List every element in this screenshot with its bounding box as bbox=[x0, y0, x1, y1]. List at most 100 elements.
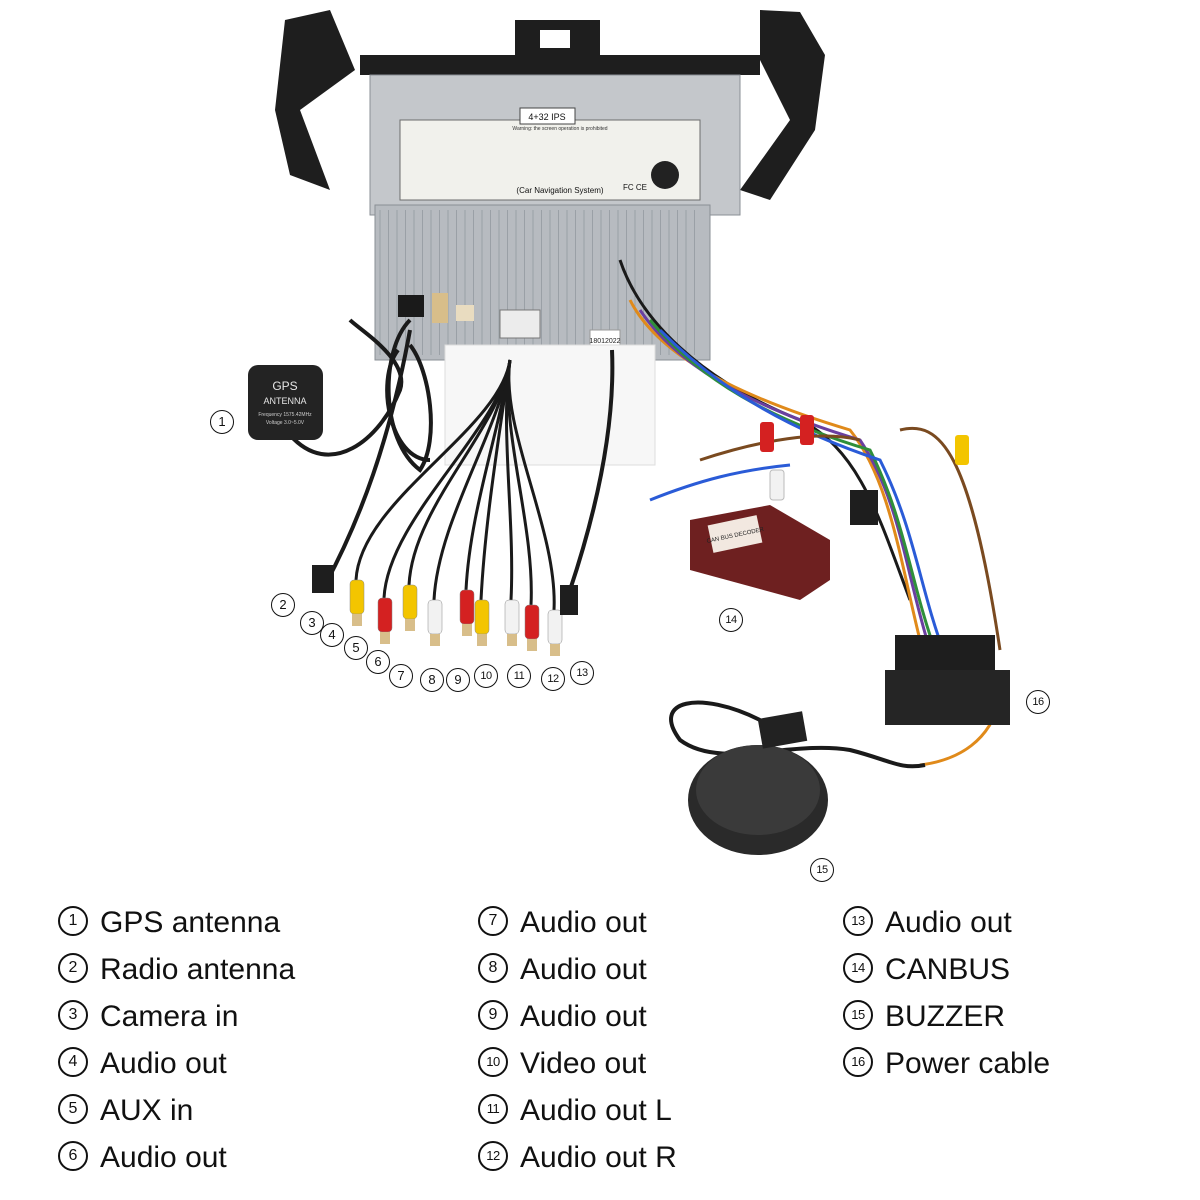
coiled-cables bbox=[323, 318, 615, 591]
legend-item-3: 3 Camera in bbox=[58, 999, 238, 1035]
rca-plug bbox=[474, 599, 490, 635]
legend-label: BUZZER bbox=[885, 1000, 1005, 1033]
legend-number-badge: 4 bbox=[58, 1047, 88, 1078]
legend-item-15: 15 BUZZER bbox=[843, 999, 1005, 1035]
callout-marker-7: 7 bbox=[389, 664, 413, 688]
gps-label-4: Voltage 3.0~5.0V bbox=[266, 420, 305, 426]
legend-label: Power cable bbox=[885, 1047, 1051, 1080]
gps-label-3: Frequency 1575.42MHz bbox=[258, 412, 312, 418]
rca-plug-tip bbox=[462, 624, 472, 636]
callout-marker-16: 16 bbox=[1026, 690, 1050, 714]
legend-item-16: 16 Power cable bbox=[843, 1046, 1050, 1082]
legend-number-badge: 10 bbox=[478, 1047, 508, 1078]
legend-item-10: 10 Video out bbox=[478, 1046, 646, 1082]
callout-marker-8: 8 bbox=[420, 668, 444, 692]
legend-label: Audio out bbox=[520, 906, 647, 939]
legend-number-badge: 15 bbox=[843, 1000, 873, 1031]
legend-label: Radio antenna bbox=[100, 953, 296, 986]
callout-marker-2: 2 bbox=[271, 593, 295, 617]
certification-marks: FC CE bbox=[623, 183, 647, 192]
legend-item-11: 11 Audio out L bbox=[478, 1093, 672, 1129]
callout-marker-1: 1 bbox=[210, 410, 234, 434]
legend-number-badge: 11 bbox=[478, 1094, 508, 1125]
product-photo: 4+32 IPS (Car Navigation System) Warning… bbox=[248, 10, 1010, 855]
legend-label: AUX in bbox=[100, 1094, 194, 1127]
rca-plug bbox=[524, 604, 540, 640]
rca-plug-tip bbox=[550, 644, 560, 656]
callout-marker-10: 10 bbox=[474, 664, 498, 688]
legend-label: Audio out bbox=[100, 1141, 227, 1174]
rear-connectors: 18012022 bbox=[398, 293, 621, 349]
legend-label: Audio out bbox=[520, 953, 647, 986]
rca-plug bbox=[349, 579, 365, 615]
callout-marker-13: 13 bbox=[570, 661, 594, 685]
legend-number-badge: 6 bbox=[58, 1141, 88, 1172]
side-plug bbox=[560, 585, 578, 615]
legend-item-1: 1 GPS antenna bbox=[58, 905, 280, 941]
legend-label: Video out bbox=[520, 1047, 647, 1080]
rca-plug-tip bbox=[477, 634, 487, 646]
heat-sink-fins bbox=[379, 210, 695, 355]
white-stand bbox=[444, 344, 656, 466]
legend-label: GPS antenna bbox=[100, 906, 281, 939]
sticker-title-text: (Car Navigation System) bbox=[516, 186, 603, 195]
gps-antenna-module: GPS ANTENNA Frequency 1575.42MHz Voltage… bbox=[248, 318, 404, 457]
sticker-warning-text: Warning: the screen operation is prohibi… bbox=[512, 126, 607, 132]
callout-marker-9: 9 bbox=[446, 668, 470, 692]
legend-label: Audio out bbox=[520, 1000, 647, 1033]
legend-number-badge: 9 bbox=[478, 1000, 508, 1031]
callout-marker-5: 5 bbox=[344, 636, 368, 660]
legend-number-badge: 2 bbox=[58, 953, 88, 984]
rca-plug-tip bbox=[380, 632, 390, 644]
callout-marker-4: 4 bbox=[320, 623, 344, 647]
legend-number-badge: 7 bbox=[478, 906, 508, 937]
rca-harness bbox=[312, 359, 578, 656]
model-tag-text: 4+32 IPS bbox=[528, 112, 565, 122]
cable-tag-right: 18012022 bbox=[589, 338, 620, 345]
legend-label: CANBUS bbox=[885, 953, 1011, 986]
legend-number-badge: 16 bbox=[843, 1047, 873, 1078]
legend-item-4: 4 Audio out bbox=[58, 1046, 227, 1082]
rca-plug-tip bbox=[507, 634, 517, 646]
buzzer-module bbox=[669, 700, 926, 855]
callout-marker-15: 15 bbox=[810, 858, 834, 882]
gps-label-2: ANTENNA bbox=[263, 396, 306, 406]
legend-label: Audio out L bbox=[520, 1094, 672, 1127]
power-connector bbox=[850, 490, 1010, 725]
legend-label: Audio out bbox=[100, 1047, 227, 1080]
radio-antenna-plug bbox=[312, 565, 334, 593]
legend-item-14: 14 CANBUS bbox=[843, 952, 1010, 988]
legend-number-badge: 14 bbox=[843, 953, 873, 984]
callout-marker-12: 12 bbox=[541, 667, 565, 691]
legend-label: Camera in bbox=[100, 1000, 239, 1033]
legend-label: Audio out bbox=[885, 906, 1012, 939]
rca-plug bbox=[547, 609, 563, 645]
legend-label: Audio out R bbox=[520, 1141, 677, 1174]
rca-plug-tip bbox=[527, 639, 537, 651]
head-unit-chassis: 4+32 IPS (Car Navigation System) Warning… bbox=[369, 74, 741, 361]
rca-plug-tip bbox=[430, 634, 440, 646]
mounting-bracket bbox=[275, 10, 825, 200]
callout-marker-11: 11 bbox=[507, 664, 531, 688]
rca-plug-tip bbox=[352, 614, 362, 626]
legend-number-badge: 13 bbox=[843, 906, 873, 937]
legend-item-9: 9 Audio out bbox=[478, 999, 647, 1035]
rca-plug bbox=[504, 599, 520, 635]
legend-number-badge: 5 bbox=[58, 1094, 88, 1125]
rca-connectors-upper bbox=[760, 415, 969, 501]
rca-plug bbox=[459, 589, 475, 625]
legend-item-12: 12 Audio out R bbox=[478, 1140, 677, 1176]
legend-item-13: 13 Audio out bbox=[843, 905, 1012, 941]
rca-plug bbox=[402, 584, 418, 620]
legend-number-badge: 12 bbox=[478, 1141, 508, 1172]
legend-number-badge: 1 bbox=[58, 906, 88, 937]
legend-item-2: 2 Radio antenna bbox=[58, 952, 295, 988]
rca-plug-tip bbox=[405, 619, 415, 631]
rca-plug bbox=[427, 599, 443, 635]
callout-marker-6: 6 bbox=[366, 650, 390, 674]
gps-label-1: GPS bbox=[272, 379, 297, 393]
canbus-decoder-box: CAN BUS DECODER bbox=[690, 505, 830, 600]
legend-item-5: 5 AUX in bbox=[58, 1093, 193, 1129]
legend-number-badge: 3 bbox=[58, 1000, 88, 1031]
